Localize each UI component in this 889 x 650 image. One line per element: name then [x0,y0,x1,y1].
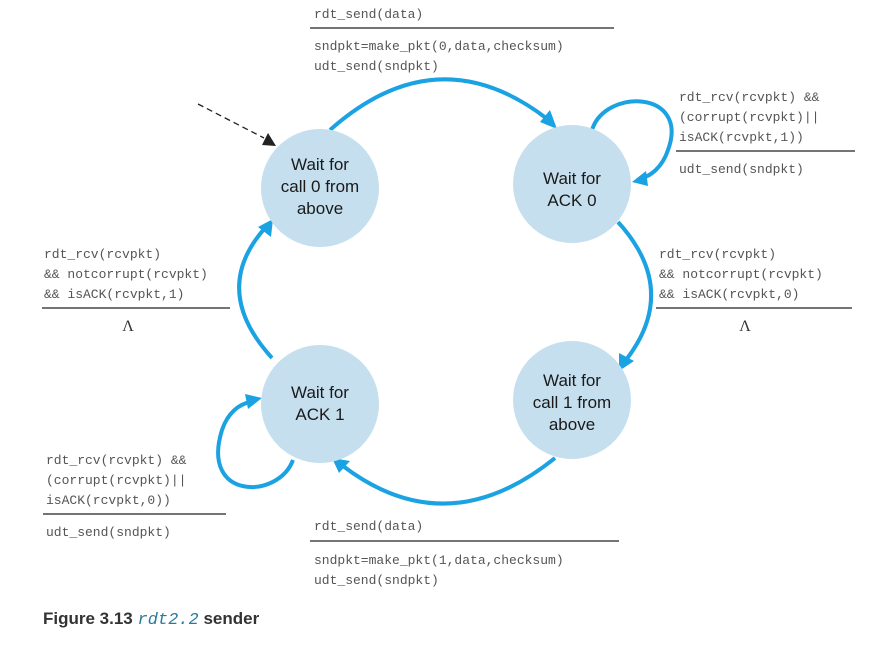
state-label-line: ACK 0 [547,191,596,210]
state-label-line: Wait for [291,155,349,174]
transition-event: rdt_rcv(rcvpkt) && [46,453,187,468]
transition-event: rdt_send(data) [314,519,423,534]
transition-event: && notcorrupt(rcvpkt) [659,267,823,282]
caption-protocol-name: rdt2.2 [137,611,199,630]
state-label-line: Wait for [291,383,349,402]
transition-action: sndpkt=make_pkt(0,data,checksum) [314,39,564,54]
transition-event: rdt_send(data) [314,7,423,22]
figure-caption: Figure 3.13 rdt2.2 sender [43,609,259,630]
state-label-line: call 0 from [281,177,359,196]
transition-event: rdt_rcv(rcvpkt) && [679,90,820,105]
transition-event: (corrupt(rcvpkt)|| [46,473,186,488]
transition-event: rdt_rcv(rcvpkt) [44,247,161,262]
transition-event: && notcorrupt(rcvpkt) [44,267,208,282]
transition-action: udt_send(sndpkt) [679,162,804,177]
state-wait-call1: Wait for call 1 from above [513,341,631,459]
transition-event: isACK(rcvpkt,0)) [46,493,171,508]
state-label-line: above [549,415,595,434]
state-label-line: Wait for [543,371,601,390]
arrow-ack1-to-call0 [237,219,274,360]
arrow-ack0-to-call1 [616,220,654,371]
state-wait-call0: Wait for call 0 from above [261,129,379,247]
state-wait-ack0: Wait for ACK 0 [513,125,631,243]
state-label-line: ACK 1 [295,405,344,424]
transition-event: isACK(rcvpkt,1)) [679,130,804,145]
transition-action: udt_send(sndpkt) [46,525,171,540]
label-ack1-to-call0: rdt_rcv(rcvpkt) && notcorrupt(rcvpkt) &&… [42,247,230,335]
transition-event: && isACK(rcvpkt,1) [44,287,184,302]
label-call1-to-ack1: rdt_send(data) sndpkt=make_pkt(1,data,ch… [310,519,619,588]
arrow-ack1-self-loop [216,394,295,490]
transition-event: (corrupt(rcvpkt)|| [679,110,819,125]
state-label-line: above [297,199,343,218]
transition-action: udt_send(sndpkt) [314,59,439,74]
transition-event: rdt_rcv(rcvpkt) [659,247,776,262]
transition-action: sndpkt=make_pkt(1,data,checksum) [314,553,564,568]
state-label-line: Wait for [543,169,601,188]
lambda-symbol: Λ [122,318,134,335]
label-ack0-to-call1: rdt_rcv(rcvpkt) && notcorrupt(rcvpkt) &&… [656,247,852,335]
label-ack0-self-loop: rdt_rcv(rcvpkt) && (corrupt(rcvpkt)|| is… [676,90,855,177]
state-label-line: call 1 from [533,393,611,412]
arrow-call1-to-ack1 [332,456,557,506]
label-ack1-self-loop: rdt_rcv(rcvpkt) && (corrupt(rcvpkt)|| is… [43,453,226,540]
arrow-ack0-self-loop [590,99,674,186]
caption-suffix: sender [203,609,260,628]
label-call0-to-ack0: rdt_send(data) sndpkt=make_pkt(0,data,ch… [310,7,614,74]
transition-action: udt_send(sndpkt) [314,573,439,588]
caption-prefix: Figure 3.13 [43,609,133,628]
lambda-symbol: Λ [739,318,751,335]
state-wait-ack1: Wait for ACK 1 [261,345,379,463]
arrow-call0-to-ack0 [328,77,557,132]
initial-transition-arrow [197,103,276,146]
transition-event: && isACK(rcvpkt,0) [659,287,799,302]
